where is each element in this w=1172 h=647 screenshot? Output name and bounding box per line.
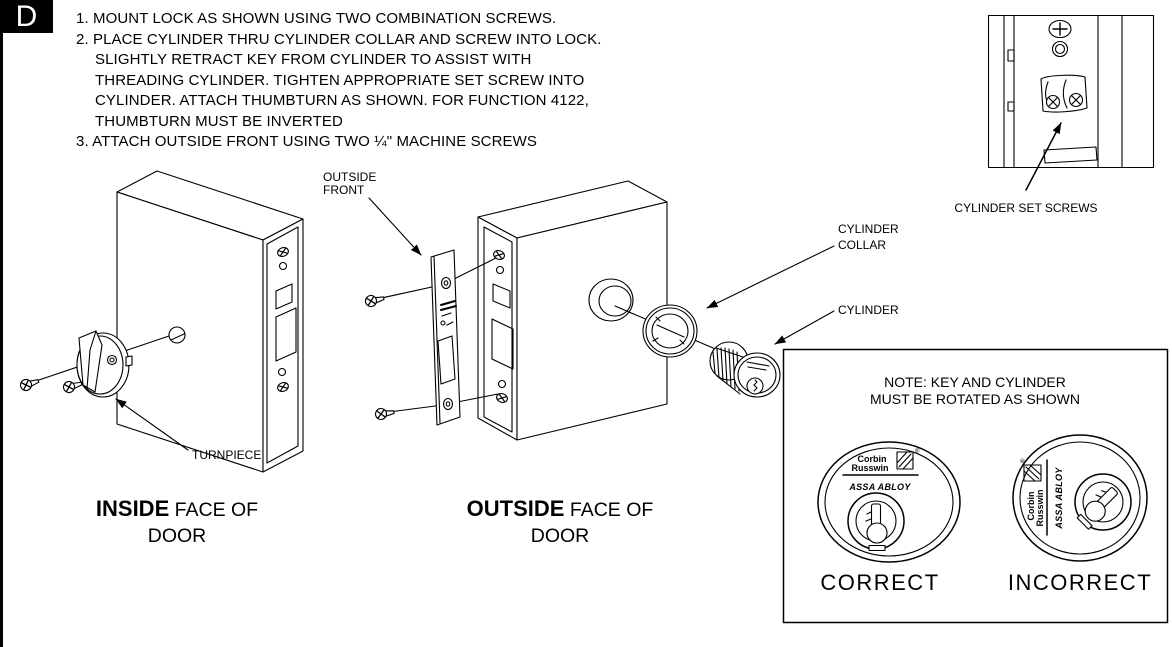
key-bow bbox=[1084, 500, 1106, 522]
faceplate-latch-hole bbox=[492, 283, 511, 309]
instructions-block: 1. MOUNT LOCK AS SHOWN USING TWO COMBINA… bbox=[76, 9, 601, 153]
caption-rest: FACE OF bbox=[564, 499, 654, 521]
outside-front-label: OUTSIDE bbox=[323, 170, 376, 184]
inside-case-front-face bbox=[116, 191, 264, 473]
faceplate-hole bbox=[495, 265, 505, 275]
correct-label: CORRECT bbox=[820, 570, 939, 595]
faceplate-hole bbox=[277, 367, 287, 377]
inside-case-edge-face bbox=[262, 218, 304, 473]
keyway-with-key-rotated bbox=[1074, 473, 1132, 531]
machine-screw-icon bbox=[374, 405, 396, 421]
cylinder-drawing bbox=[709, 341, 781, 398]
brand-name: Russwin bbox=[851, 463, 888, 473]
instruction-line: SLIGHTLY RETRACT KEY FROM CYLINDER TO AS… bbox=[95, 51, 532, 68]
brand-group: ASSA ABLOY bbox=[848, 482, 911, 492]
incorrect-label: INCORRECT bbox=[1008, 570, 1152, 595]
faceplate-latch-hole bbox=[275, 283, 293, 310]
instruction-line: 2. PLACE CYLINDER THRU CYLINDER COLLAR A… bbox=[76, 30, 602, 48]
instruction-line: THUMBTURN MUST BE INVERTED bbox=[95, 112, 343, 130]
brand-logo: Corbin Russwin ® ASSA ABLOY bbox=[842, 448, 920, 492]
registered-mark: ® bbox=[1020, 458, 1027, 463]
outside-front-arrow bbox=[368, 197, 422, 256]
caption-emphasis: OUTSIDE bbox=[466, 496, 565, 521]
instruction-line: THREADING CYLINDER. TIGHTEN APPROPRIATE … bbox=[95, 71, 585, 89]
note-box-border bbox=[782, 348, 1169, 624]
caption-line: DOOR bbox=[147, 525, 207, 547]
key-bow bbox=[866, 522, 888, 544]
outside-lock-drawing bbox=[477, 180, 668, 441]
note-text: MUST BE ROTATED AS SHOWN bbox=[870, 391, 1080, 407]
part-labels: OUTSIDE FRONT TURNPIECE CYLINDER COLLAR … bbox=[115, 170, 899, 462]
cylinder-hole bbox=[588, 278, 634, 322]
section-letter-tab: D bbox=[0, 0, 53, 33]
cylinder-collar-label: CYLINDER bbox=[838, 222, 899, 236]
brand-group: ASSA ABLOY bbox=[1054, 467, 1064, 530]
outside-faceplate-outline bbox=[483, 226, 513, 433]
cylinder-set-screws-label: CYLINDER SET SCREWS bbox=[954, 201, 1097, 215]
plate-bolt-cutout bbox=[437, 335, 456, 385]
inside-faceplate-outline bbox=[266, 226, 299, 464]
caption-line: INSIDE FACE OF bbox=[52, 496, 302, 523]
faceplate-hole bbox=[278, 261, 288, 271]
inside-lock-drawing bbox=[18, 170, 304, 473]
inside-face-caption: INSIDE FACE OF DOOR bbox=[52, 496, 302, 549]
set-screws-arrow bbox=[1025, 122, 1062, 191]
brand-name: Corbin bbox=[1026, 492, 1036, 521]
instruction-line: 3. ATTACH OUTSIDE FRONT USING TWO ¼" MAC… bbox=[76, 133, 538, 150]
turnpiece-arrow bbox=[115, 398, 189, 451]
outside-front-label: FRONT bbox=[323, 183, 365, 197]
key-base bbox=[868, 544, 886, 552]
faceplate-bolt-opening bbox=[275, 307, 297, 362]
key-base bbox=[1076, 513, 1093, 530]
cylinder-collar-drawing bbox=[642, 304, 698, 358]
plate-brand-marks bbox=[440, 300, 457, 326]
caption-line: OUTSIDE FACE OF bbox=[430, 496, 690, 523]
note-text: NOTE: KEY AND CYLINDER bbox=[884, 374, 1066, 390]
keyway-with-key bbox=[847, 492, 905, 552]
turnpiece-lever bbox=[78, 330, 103, 393]
cylinder-label: CYLINDER bbox=[838, 303, 899, 317]
key-rotation-note-box: NOTE: KEY AND CYLINDER MUST BE ROTATED A… bbox=[782, 348, 1169, 624]
turnpiece-drawing bbox=[76, 330, 133, 398]
plate-screw-hole bbox=[440, 276, 452, 290]
cylinder-collar-label: COLLAR bbox=[838, 238, 886, 252]
section-letter: D bbox=[15, 0, 38, 33]
caption-emphasis: INSIDE bbox=[95, 496, 170, 521]
outside-case-front-face bbox=[516, 201, 668, 441]
registered-mark: ® bbox=[915, 448, 920, 455]
cylinder-collar-arrow bbox=[706, 245, 835, 309]
brand-name: Russwin bbox=[1035, 489, 1045, 526]
turnpiece-label: TURNPIECE bbox=[192, 448, 261, 462]
brand-name: Corbin bbox=[858, 454, 887, 464]
faceplate-bolt-opening bbox=[491, 318, 514, 370]
brand-logo-rotated: Corbin Russwin ® ASSA ABLOY bbox=[1020, 458, 1064, 536]
instruction-line: 1. MOUNT LOCK AS SHOWN USING TWO COMBINA… bbox=[76, 10, 557, 27]
spindle-ring bbox=[1051, 40, 1069, 58]
plate-screw-hole bbox=[442, 397, 454, 411]
instruction-line: CYLINDER. ATTACH THUMBTURN AS SHOWN. FOR… bbox=[95, 92, 589, 109]
outside-front-plate-drawing bbox=[363, 249, 461, 426]
correct-cylinder-face: Corbin Russwin ® ASSA ABLOY CORRECT bbox=[817, 441, 961, 595]
cylinder-arrow bbox=[774, 310, 835, 345]
caption-rest: FACE OF bbox=[169, 499, 259, 521]
set-screw-detail-view: CYLINDER SET SCREWS bbox=[954, 14, 1155, 215]
combination-screw-icon bbox=[18, 374, 41, 393]
detail-frame bbox=[987, 14, 1155, 169]
machine-screw-icon bbox=[363, 292, 386, 309]
incorrect-cylinder-face: Corbin Russwin ® ASSA ABLOY bbox=[1008, 434, 1152, 595]
page-left-border bbox=[0, 0, 3, 647]
outside-face-caption: OUTSIDE FACE OF DOOR bbox=[430, 496, 690, 549]
faceplate-hole bbox=[497, 379, 507, 389]
caption-line: DOOR bbox=[530, 525, 590, 547]
